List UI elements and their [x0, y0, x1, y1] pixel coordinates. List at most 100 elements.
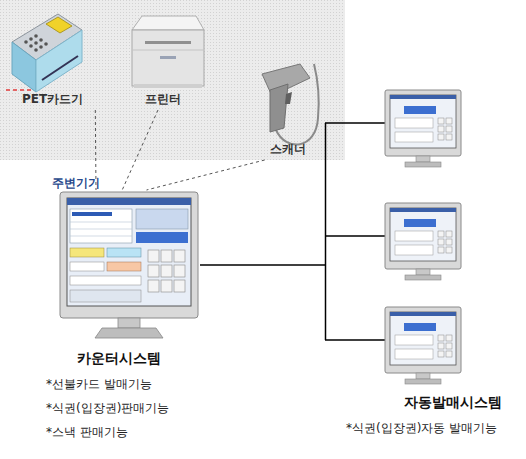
- kiosk-monitor-part: [395, 349, 433, 359]
- kiosk-monitor-part: [405, 275, 441, 280]
- counter-monitor-part: [70, 236, 132, 237]
- node-title: 자동발매시스템: [380, 394, 526, 411]
- kiosk-monitor: [385, 307, 461, 384]
- node-text: *식권(입장권)판매기능: [46, 401, 169, 415]
- node-title: 주변기기: [52, 176, 100, 190]
- card-reader-icon-part: [13, 89, 17, 91]
- card-reader-icon-part: [24, 40, 28, 44]
- kiosk-monitor-part: [438, 126, 444, 132]
- kiosk-monitor-part: [404, 219, 436, 227]
- scanner-icon: [262, 64, 319, 145]
- kiosk-monitor-part: [416, 156, 430, 162]
- counter-monitor: [60, 192, 198, 338]
- kiosk-monitor-part: [438, 351, 444, 357]
- card-reader-icon-part: [39, 38, 43, 42]
- kiosk-bracket-part: [325, 123, 327, 340]
- counter-monitor-part: [60, 192, 198, 318]
- kiosk-monitor-part: [438, 343, 444, 349]
- kiosk-monitor-part: [390, 312, 456, 316]
- counter-monitor-part: [174, 280, 185, 292]
- kiosk-monitor-part: [395, 245, 433, 255]
- printer-icon-part: [160, 56, 176, 59]
- printer-icon: [132, 16, 204, 88]
- kiosk-monitor-part: [404, 323, 436, 331]
- counter-monitor-part: [70, 276, 141, 285]
- kiosk-bracket-part: [325, 235, 385, 237]
- counter-monitor-part: [70, 248, 104, 257]
- node-title: PET카드기: [5, 92, 100, 106]
- kiosk-monitor-part: [405, 162, 441, 167]
- kiosk-monitor-part: [390, 208, 456, 261]
- counter-monitor-part: [72, 212, 112, 216]
- device-box: 프린터: [120, 5, 215, 110]
- kiosk-monitor-part: [390, 95, 456, 148]
- kiosk-monitor-part: [446, 231, 452, 237]
- card-reader-icon-part: [42, 56, 78, 80]
- counter-monitor-part: [161, 250, 172, 262]
- system-box: 자동발매시스템*식권(입장권)자동 발매기능: [325, 80, 526, 459]
- scanner-icon-part: [270, 84, 288, 132]
- card-reader-icon-part: [12, 42, 36, 92]
- node-title: 스캐너: [240, 142, 335, 156]
- counter-monitor-part: [107, 262, 141, 271]
- peripheral-area: [0, 0, 345, 160]
- card-reader-icon-part: [20, 89, 24, 91]
- kiosk-monitor-part: [390, 312, 456, 365]
- kiosk-monitor-part: [390, 95, 456, 99]
- counter-monitor-part: [136, 232, 188, 243]
- counter-monitor-part: [70, 209, 132, 243]
- node-title: 프린터: [115, 92, 210, 106]
- counter-monitor-part: [67, 198, 191, 306]
- kiosk-monitor-part: [385, 203, 461, 269]
- counter-monitor-part: [118, 318, 140, 328]
- printer-icon-part: [132, 16, 204, 30]
- network-line: [200, 264, 325, 266]
- system-box: 카운터시스템*선불카드 발매기능*식권(입장권)판매기능*스낵 판매기능: [38, 190, 200, 452]
- card-reader-icon-part: [27, 89, 31, 91]
- card-reader-icon-part: [29, 37, 33, 41]
- peripheral-group: 주변기기PET카드기프린터스캐너: [0, 0, 345, 160]
- card-reader-icon-part: [29, 44, 33, 48]
- counter-monitor-part: [67, 198, 191, 205]
- dashed-connector: [147, 160, 265, 190]
- counter-monitor-part: [70, 290, 141, 302]
- counter-monitor-part: [174, 265, 185, 277]
- kiosk-monitor-part: [385, 307, 461, 373]
- kiosk-monitor-part: [438, 134, 444, 140]
- card-reader-icon-part: [39, 45, 43, 49]
- kiosk-monitor-part: [446, 134, 452, 140]
- counter-monitor-part: [148, 265, 159, 277]
- kiosk-monitor: [385, 90, 461, 167]
- kiosk-monitor-part: [416, 373, 430, 379]
- card-reader-icon-part: [34, 41, 38, 45]
- card-reader-icon-part: [46, 17, 72, 33]
- kiosk-monitor-part: [395, 335, 433, 345]
- kiosk-monitor-part: [446, 335, 452, 341]
- card-reader-icon-part: [36, 30, 82, 92]
- node-text: *선불카드 발매기능: [46, 377, 152, 391]
- counter-monitor-part: [136, 209, 188, 229]
- counter-monitor-part: [174, 250, 185, 262]
- kiosk-monitor-part: [446, 247, 452, 253]
- card-reader-icon-part: [34, 48, 38, 52]
- counter-monitor-part: [70, 222, 132, 223]
- printer-icon-part: [132, 30, 204, 86]
- dashed-connector: [95, 110, 97, 190]
- counter-monitor-part: [70, 262, 104, 271]
- kiosk-monitor-part: [438, 247, 444, 253]
- kiosk-monitor-part: [446, 239, 452, 245]
- kiosk-monitor-part: [395, 118, 433, 128]
- device-box: PET카드기: [5, 5, 100, 110]
- card-reader-icon: [6, 14, 82, 92]
- printer-icon-part: [132, 50, 204, 51]
- counter-monitor-part: [95, 328, 163, 338]
- counter-monitor-part: [161, 280, 172, 292]
- kiosk-monitor-part: [438, 118, 444, 124]
- kiosk-monitor-part: [390, 208, 456, 212]
- counter-monitor-part: [148, 280, 159, 292]
- kiosk-monitor-part: [395, 132, 433, 142]
- kiosk-monitor-part: [438, 231, 444, 237]
- kiosk-monitor-part: [446, 118, 452, 124]
- device-box: 스캐너: [240, 55, 335, 160]
